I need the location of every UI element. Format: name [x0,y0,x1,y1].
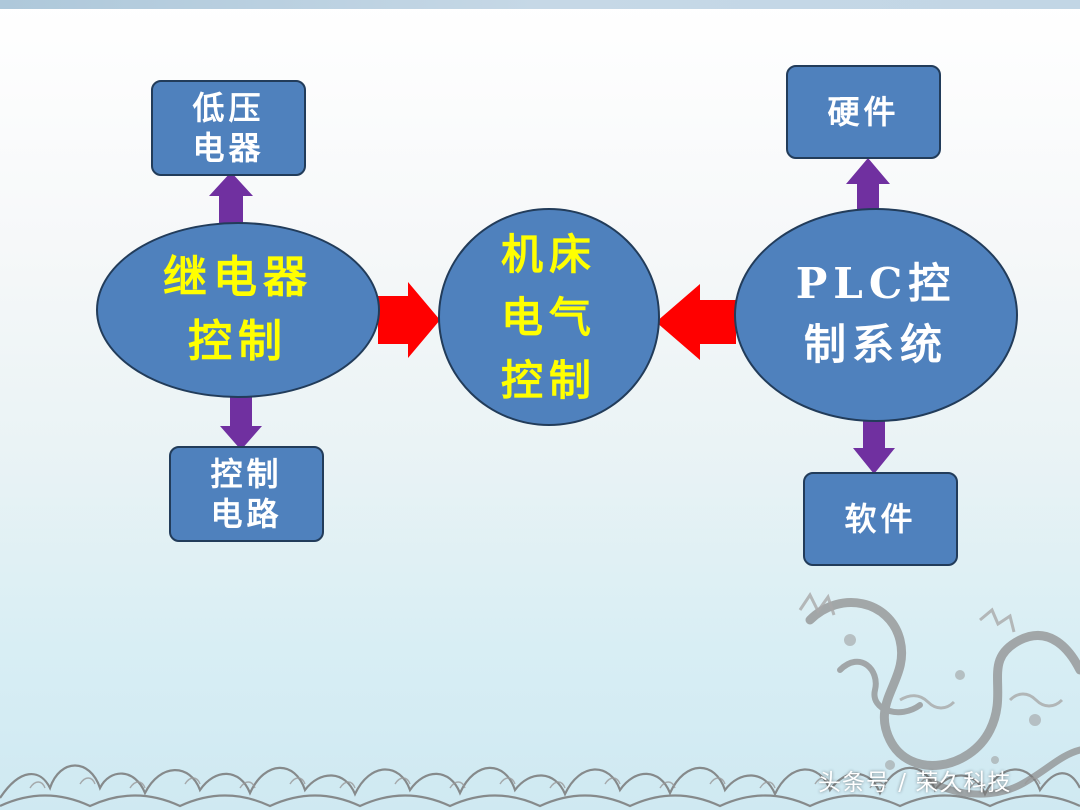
node-machine-control-line1: 机床 [500,229,597,279]
node-relay-control-line2: 控制 [188,316,288,367]
node-control-circuit: 控制 电路 [169,446,324,542]
top-accent-bar [0,0,1080,9]
node-plc-control-line1: PLC控 [795,259,957,309]
node-plc-control-line2: 制系统 [803,320,948,369]
arrow-plc-to-hardware [846,158,890,212]
node-relay-control: 继电器 控制 [96,222,380,398]
arrow-relay-to-control-circuit [220,396,262,450]
node-software: 软件 [803,472,958,566]
arrow-relay-to-machine-control [378,282,440,358]
arrow-plc-to-software [853,420,895,474]
node-software-label: 软件 [844,500,917,538]
node-hardware: 硬件 [786,65,941,159]
arrow-relay-to-low-voltage [209,172,253,228]
node-low-voltage-line2: 电器 [192,129,265,167]
node-low-voltage-electrical: 低压 电器 [151,80,306,176]
node-relay-control-line1: 继电器 [163,252,313,304]
node-hardware-label: 硬件 [827,93,900,131]
watermark-text: 头条号 / 荣久科技 [818,770,1012,796]
node-control-circuit-line1: 控制 [210,455,283,493]
node-machine-control-line2: 电气 [500,292,597,342]
node-plc-control-system: PLC控 制系统 [734,208,1018,422]
node-low-voltage-line1: 低压 [192,89,265,127]
node-machine-control-line3: 控制 [500,355,597,405]
wave-decoration [0,764,1080,808]
dragon-decoration [798,592,1080,798]
arrow-plc-to-machine-control [656,284,736,360]
node-machine-electrical-control: 机床 电气 控制 [438,208,660,426]
node-control-circuit-line2: 电路 [210,495,283,533]
